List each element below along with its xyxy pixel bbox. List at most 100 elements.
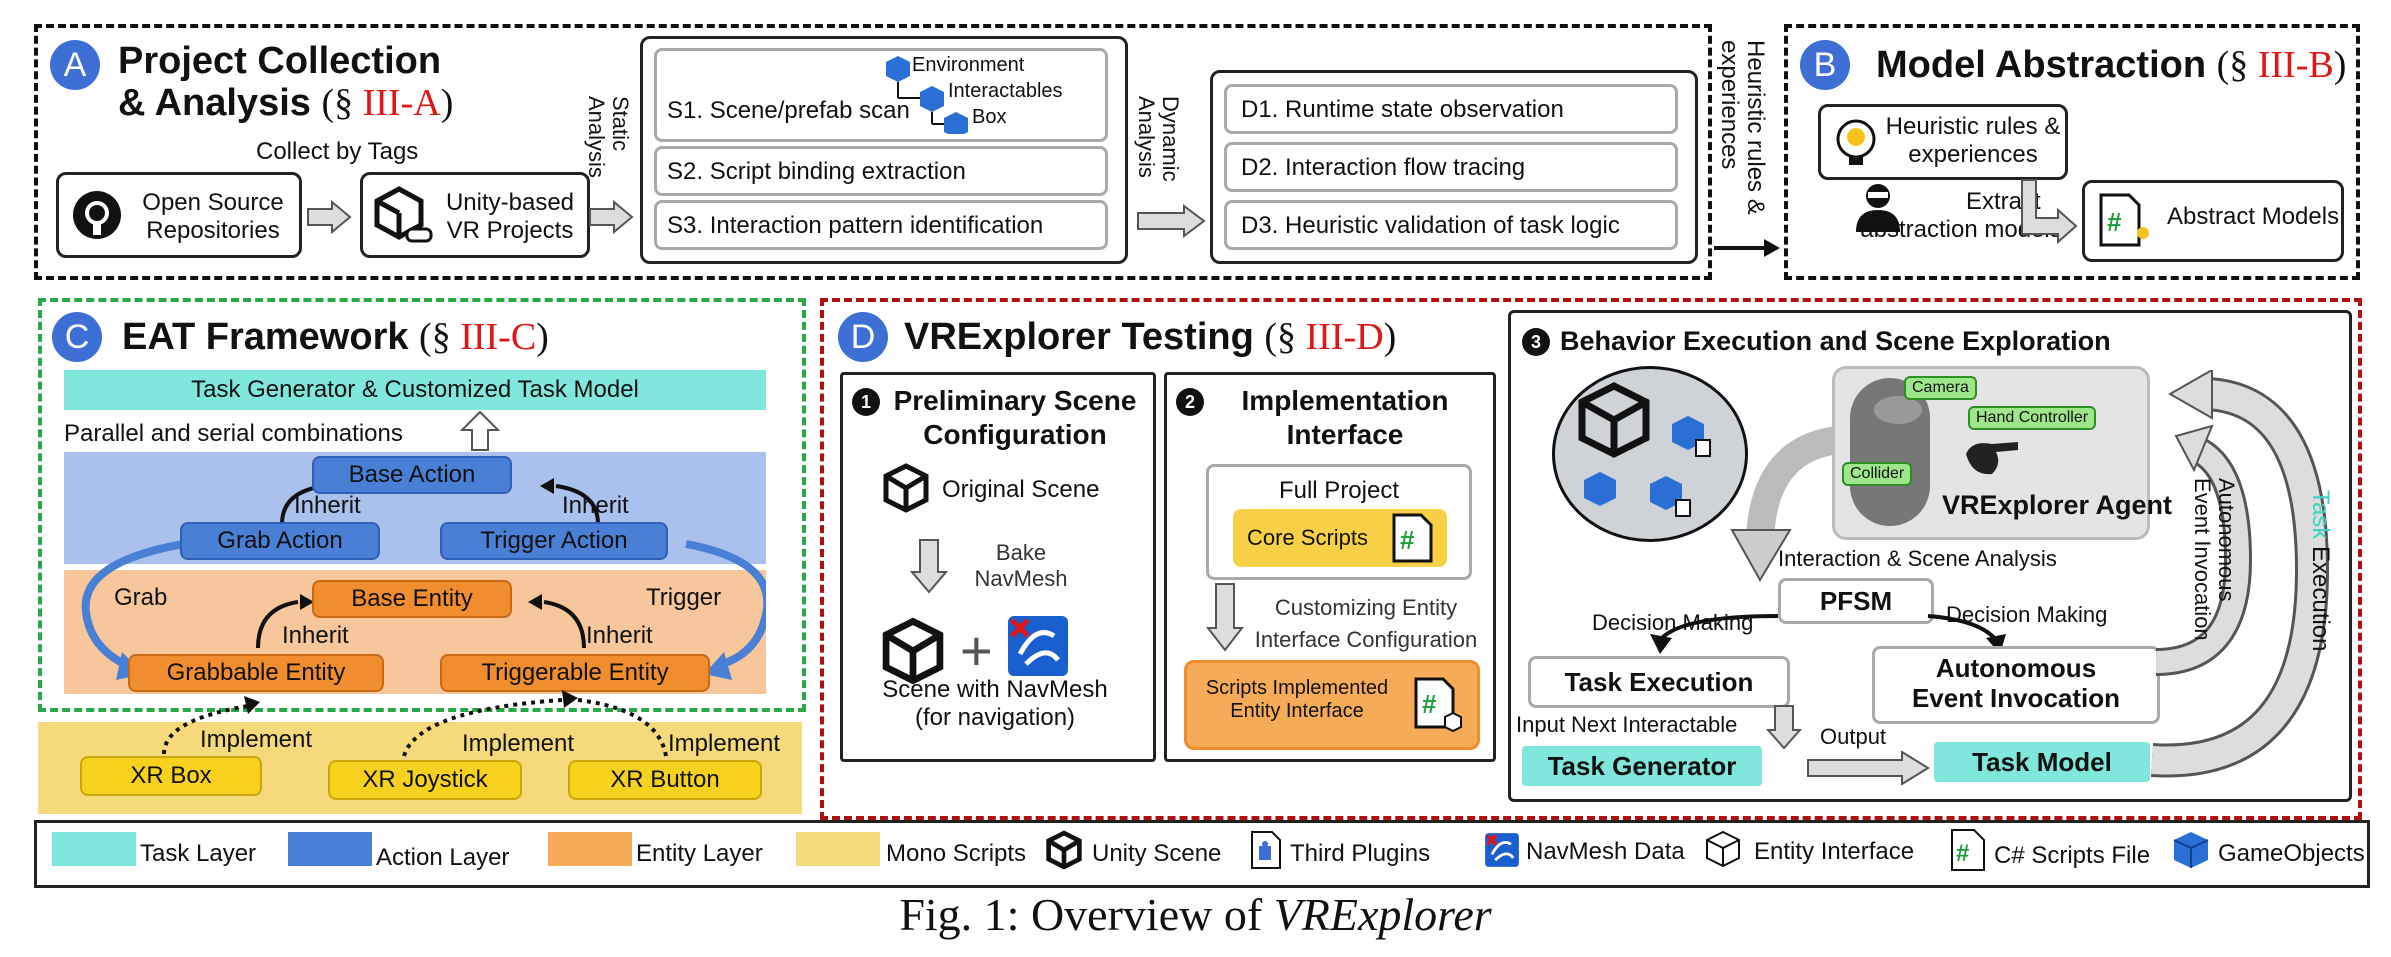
task-execution-node: Task Execution [1528, 656, 1790, 708]
section-c-title: EAT Framework (§ III-C) [122, 316, 549, 358]
implement-label: Implement [668, 730, 781, 757]
behavior-title: Behavior Execution and Scene Exploration [1560, 326, 2111, 356]
hand-icon [1966, 442, 2018, 475]
legend-box [34, 820, 2370, 888]
step-2-badge: 2 [1176, 388, 1204, 416]
task-generator-bar: Task Generator & Customized Task Model [64, 370, 766, 410]
figure-caption: Fig. 1: Overview of VRExplorer [899, 889, 1492, 940]
section-d-frame [820, 298, 2362, 820]
grab-label: Grab [114, 584, 168, 611]
arrow-down-icon [1206, 583, 1244, 652]
inherit-label: Inherit [294, 492, 361, 519]
scripts-impl-label-1: Scripts Implemented [1205, 677, 1389, 699]
collect-label: Collect by Tags [256, 138, 419, 165]
task-generator-node: Task Generator [1522, 746, 1762, 786]
section-b-title: Model Abstraction (§ III-B) [1876, 44, 2347, 86]
step-1-badge: 1 [852, 388, 880, 416]
rules-label-1: Heuristic rules & [1885, 113, 2061, 140]
heuristic-rules-box: Heuristic rules & experiences [1818, 104, 2068, 180]
person-icon [1856, 184, 1900, 232]
grabbable-entity-node: Grabbable Entity [128, 654, 384, 692]
scene-navmesh-label: Scene with NavMesh(for navigation) [882, 676, 1108, 731]
task-execution-vertical-label: Task Execution [2307, 490, 2334, 652]
scene-circle [1552, 366, 1748, 542]
arrow-down-icon [910, 539, 948, 594]
legend-swatch-action [288, 832, 372, 866]
unity-scene-objects-icon [1578, 382, 1711, 517]
plus-sign: + [960, 619, 993, 682]
scripts-impl-label-2: Entity Interface [1230, 700, 1364, 722]
combinations-label: Parallel and serial combinations [64, 420, 403, 447]
legend-navmesh-label: NavMesh Data [1526, 838, 1685, 865]
svg-text:#: # [2107, 207, 2122, 237]
arrow-right-icon [1807, 750, 1930, 786]
legend-swatch-entity [548, 832, 632, 866]
section-a-title: Project Collection & Analysis (§ III-A) [118, 40, 454, 124]
interaction-analysis-label: Interaction & Scene Analysis [1778, 546, 2057, 571]
xr-button-node: XR Button [568, 760, 762, 800]
legend-entity-interface-label: Entity Interface [1754, 838, 1915, 865]
section-a-badge: A [50, 40, 100, 90]
unity-vr-icon [374, 186, 433, 243]
legend-entity-label: Entity Layer [636, 840, 763, 867]
heuristic-label: Heuristic rules &experiences [1716, 40, 1769, 215]
tree-box-label: Box [972, 106, 1007, 128]
repo-label-2: Repositories [146, 217, 280, 244]
s3-label: S3. Interaction pattern identification [667, 212, 1044, 239]
triggerable-entity-node: Triggerable Entity [440, 654, 710, 692]
legend-gameobjects-label: GameObjects [2218, 840, 2365, 867]
legend-task-label: Task Layer [140, 840, 257, 867]
section-b-badge: B [1800, 40, 1850, 90]
input-next-label: Input Next Interactable [1516, 712, 1738, 737]
legend-swatch-task [52, 832, 136, 866]
legend-swatch-mono [796, 832, 880, 866]
core-scripts-label: Core Scripts [1247, 525, 1369, 550]
agent-capsule-icon [1850, 378, 1930, 526]
abstract-label: Abstract Models [2167, 203, 2340, 230]
s1-box: S1. Scene/prefab scan [654, 48, 1108, 142]
navmesh-icon [1485, 833, 1519, 867]
unity-icon [882, 617, 944, 685]
s3-box: S3. Interaction pattern identification [654, 200, 1108, 250]
s2-label: S2. Script binding extraction [667, 158, 966, 185]
unity-projects-box: Unity-based VR Projects [360, 172, 590, 258]
svg-text:#: # [1400, 525, 1415, 555]
d1-box: D1. Runtime state observation [1224, 84, 1678, 134]
unity-label-2: VR Projects [446, 217, 574, 244]
tree-env-label: Environment [912, 54, 1025, 76]
github-icon [73, 191, 121, 239]
implement-label: Implement [200, 726, 313, 753]
arrow-down-icon [1766, 705, 1802, 750]
hand-controller-label: Hand Controller [1968, 406, 2097, 430]
agent-label: VRExplorer Agent [1942, 490, 2173, 520]
csharp-icon: # [2099, 193, 2149, 247]
legend-unity-label: Unity Scene [1092, 840, 1222, 867]
step-3-badge: 3 [1522, 328, 1550, 356]
unity-label-1: Unity-based [445, 189, 575, 216]
base-action-node: Base Action [312, 456, 512, 494]
implement-arrows [162, 690, 668, 757]
preliminary-panel [840, 372, 1156, 762]
d2-label: D2. Interaction flow tracing [1241, 154, 1526, 181]
section-d-title: VRExplorer Testing (§ III-D) [904, 316, 1397, 358]
legend-action-label: Action Layer [376, 844, 510, 871]
inherit-label: Inherit [586, 622, 653, 649]
repo-label-1: Open Source [142, 189, 284, 216]
lightbulb-icon [1836, 119, 1876, 165]
repo-box: Open Source Repositories [56, 172, 302, 258]
section-d-badge: D [838, 312, 888, 362]
svg-text:#: # [1956, 840, 1969, 867]
plugin-icon [1251, 831, 1281, 869]
base-entity-node: Base Entity [312, 580, 512, 618]
d3-label: D3. Heuristic validation of task logic [1241, 212, 1620, 239]
task-model-node: Task Model [1934, 742, 2150, 782]
arrow-right-icon [307, 200, 352, 234]
scripts-implemented-box: Scripts Implemented Entity Interface # [1184, 660, 1480, 750]
implement-label: Implement [462, 730, 575, 757]
